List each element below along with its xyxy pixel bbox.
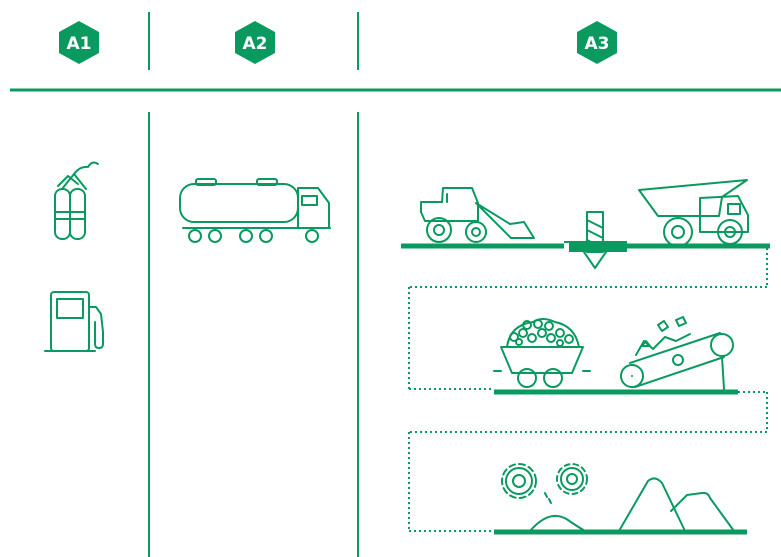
fuel-pump-icon (44, 291, 104, 352)
column-badge-a2: A2 (235, 21, 275, 64)
stockpile-icon (529, 477, 735, 532)
dump-truck-icon (638, 179, 749, 247)
connector-stage2-stage3 (408, 391, 768, 532)
column-badge-a3: A3 (577, 21, 617, 64)
ore-mine-cart-icon (493, 318, 591, 388)
wheel-loader-icon (420, 187, 535, 243)
svg-text:A3: A3 (585, 34, 610, 54)
gears-icon (501, 463, 588, 504)
connector-stage1-stage2 (408, 248, 768, 390)
tanker-truck-icon (179, 178, 331, 243)
column-badge-a1: A1 (59, 21, 99, 64)
explosives-icon (54, 161, 99, 240)
conveyor-belt-icon (620, 316, 734, 390)
svg-text:A1: A1 (67, 34, 92, 54)
drill-bit-icon (569, 211, 627, 269)
svg-text:A2: A2 (243, 34, 268, 54)
